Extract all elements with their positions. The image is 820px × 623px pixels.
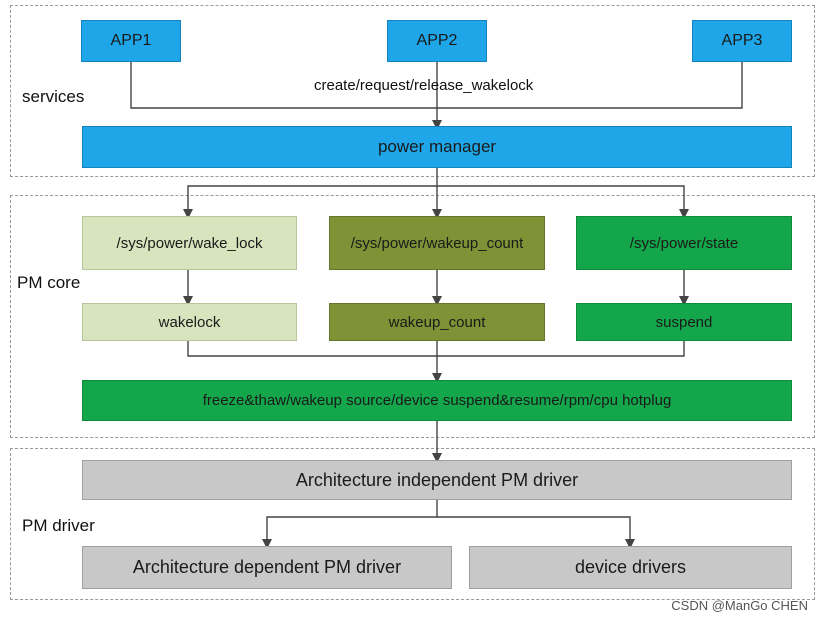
pm-core-label: PM core [17, 273, 81, 292]
wakelock-api-label: create/request/release_wakelock [314, 77, 534, 94]
app1-box: APP1 [81, 20, 181, 62]
sys-power-wakeup-count-box: /sys/power/wakeup_count [329, 216, 545, 270]
arch-independent-driver-box: Architecture independent PM driver [82, 460, 792, 500]
sys-power-state-box: /sys/power/state [576, 216, 792, 270]
sys-power-wake-lock-box: /sys/power/wake_lock [82, 216, 297, 270]
services-group [10, 5, 815, 177]
services-label: services [22, 87, 85, 106]
app2-box: APP2 [387, 20, 487, 62]
device-drivers-box: device drivers [469, 546, 792, 589]
suspend-box: suspend [576, 303, 792, 341]
csdn-watermark: CSDN @ManGo CHEN [671, 598, 808, 613]
driver-to-device [437, 516, 635, 549]
wakelock-to-core [187, 341, 437, 357]
suspend-to-core [437, 341, 685, 357]
driver-trunk [262, 500, 438, 549]
app1-connector [130, 62, 437, 109]
pm-to-state [437, 185, 689, 219]
app3-box: APP3 [692, 20, 792, 62]
wakelock-box: wakelock [82, 303, 297, 341]
wakeup-count-box: wakeup_count [329, 303, 545, 341]
app3-connector [437, 62, 743, 109]
pm-core-features-bar: freeze&thaw/wakeup source/device suspend… [82, 380, 792, 421]
pm-core-group [10, 195, 815, 438]
pm-driver-label: PM driver [22, 516, 95, 535]
pm-to-core-trunk [183, 168, 438, 219]
power-manager-box: power manager [82, 126, 792, 168]
arch-dependent-driver-box: Architecture dependent PM driver [82, 546, 452, 589]
pm-driver-group [10, 448, 815, 600]
